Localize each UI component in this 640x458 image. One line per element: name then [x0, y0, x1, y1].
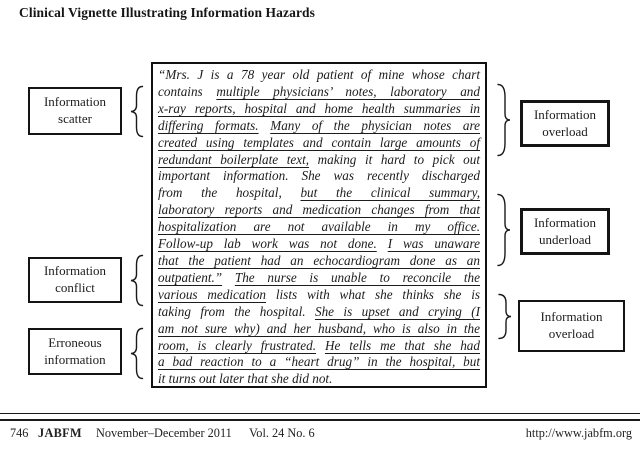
vignette-line: important information. She was recently …: [158, 168, 480, 184]
page-number: 746: [10, 426, 29, 440]
label-box-information-overload-2: Information overload: [518, 300, 625, 352]
volume-number: Vol. 24 No. 6: [249, 426, 315, 440]
label-text: Information overload: [533, 106, 597, 139]
vignette-line: that the patient had an echocardiogram d…: [158, 252, 480, 268]
vignette-line: taking from the hospital. She is upset a…: [158, 303, 480, 319]
label-text: Information scatter: [43, 94, 107, 126]
footer-rule-thin: [0, 413, 640, 414]
journal-url: http://www.jabfm.org: [525, 426, 632, 440]
label-text: Information overload: [540, 309, 603, 341]
curly-brace-right-overload-1: [497, 83, 511, 157]
footer-rule-thick: [0, 419, 640, 421]
vignette-line: outpatient.” The nurse is unable to reco…: [158, 269, 481, 285]
vignette-line: am not sure why) and her husband, who is…: [158, 320, 480, 336]
vignette-text: “Mrs. J is a 78 year old patient of mine…: [158, 67, 481, 387]
curly-brace-right-underload: [497, 193, 511, 267]
label-box-information-overload-1: Information overload: [520, 100, 610, 147]
curly-brace-left-scatter: [130, 85, 144, 138]
label-box-information-scatter: Information scatter: [28, 87, 122, 135]
vignette-line: Follow-up lab work was not done. I was u…: [158, 236, 480, 252]
vignette-box: “Mrs. J is a 78 year old patient of mine…: [151, 62, 487, 388]
figure-title: Clinical Vignette Illustrating Informati…: [19, 5, 315, 20]
vignette-line: differing formats. Many of the physician…: [158, 117, 480, 133]
label-box-information-conflict: Information conflict: [28, 257, 122, 303]
vignette-line: contains multiple physicians’ notes, lab…: [158, 83, 480, 99]
vignette-line: room, is clearly frustrated. He tells me…: [158, 337, 480, 353]
label-text: Information underload: [533, 214, 597, 247]
journal-abbrev: JABFM: [38, 426, 82, 440]
vignette-line: hospitalization are not available in my …: [158, 219, 480, 235]
curly-brace-left-conflict: [130, 254, 144, 307]
issue-date: November–December 2011: [96, 426, 232, 440]
label-text: Information conflict: [43, 263, 107, 295]
vignette-line: from the hospital, but the clinical summ…: [158, 185, 480, 201]
vignette-line: created using templates and contain larg…: [158, 134, 480, 150]
label-text: Erroneous information: [44, 334, 106, 367]
curly-brace-right-overload-2: [498, 293, 512, 340]
vignette-line: x-ray reports, hospital and home health …: [158, 100, 480, 116]
label-box-erroneous-information: Erroneous information: [28, 328, 122, 375]
vignette-line: “Mrs. J is a 78 year old patient of mine…: [158, 67, 480, 82]
vignette-line: laboratory reports and medication change…: [158, 202, 480, 218]
label-box-information-underload: Information underload: [520, 208, 610, 255]
page-footer: 746 JABFM November–December 2011 Vol. 24…: [0, 424, 640, 444]
curly-brace-left-erroneous: [130, 327, 144, 380]
vignette-line: redundant boilerplate text, making it ha…: [158, 151, 480, 167]
vignette-line: it turns out later that she did not.: [158, 371, 333, 387]
vignette-line: a bad reaction to a “heart drug” in the …: [158, 354, 480, 370]
vignette-line: various medication lists with what she t…: [158, 286, 480, 302]
